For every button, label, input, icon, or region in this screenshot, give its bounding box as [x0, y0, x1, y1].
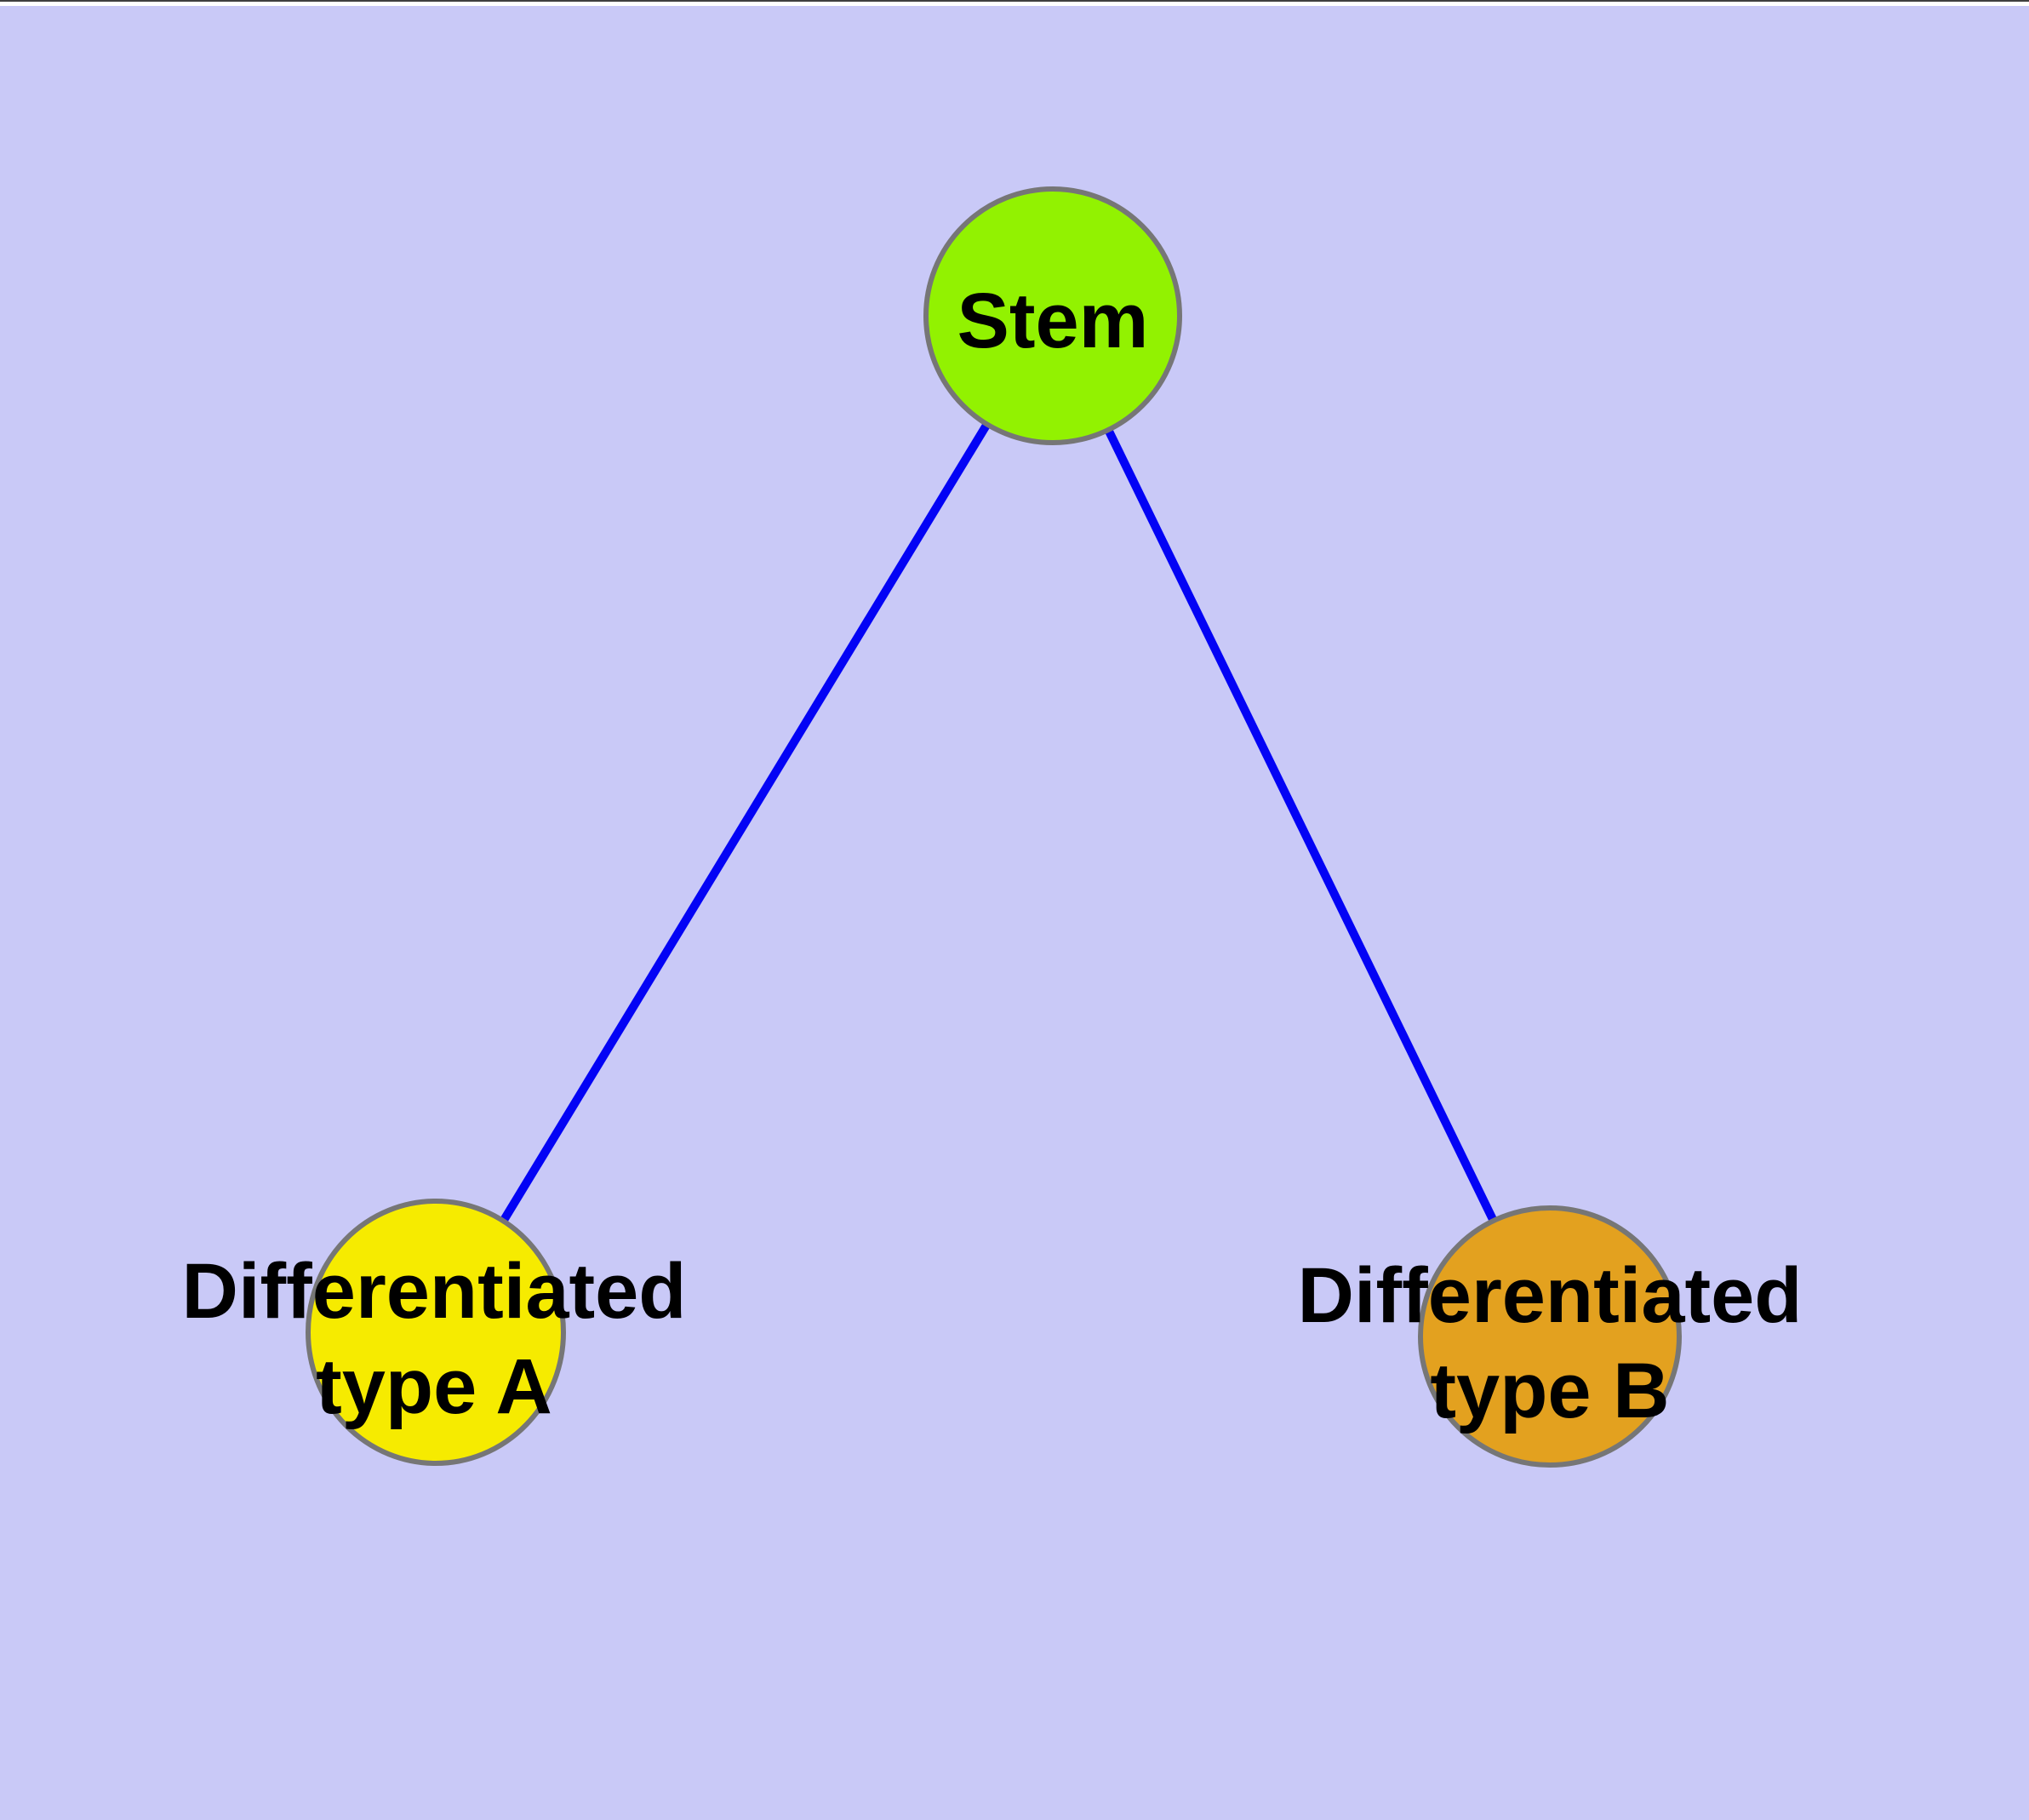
node-type-b-label-line1: Differentiated — [1298, 1252, 1803, 1339]
edge-stem-to-type-b — [1049, 313, 1554, 1339]
node-type-a-label-line1: Differentiated — [182, 1248, 687, 1335]
frame-top-strip — [0, 2, 2029, 6]
node-type-a-circle — [306, 1199, 566, 1466]
node-type-b-circle — [1418, 1205, 1682, 1468]
edge-stem-to-type-a — [432, 313, 1057, 1335]
frame-top-line — [0, 0, 2029, 2]
node-stem-circle — [923, 186, 1182, 445]
node-type-b-label-line2: type B — [1430, 1348, 1669, 1434]
node-stem-label: Stem — [957, 278, 1149, 364]
node-type-a-label-line2: type A — [316, 1343, 552, 1430]
